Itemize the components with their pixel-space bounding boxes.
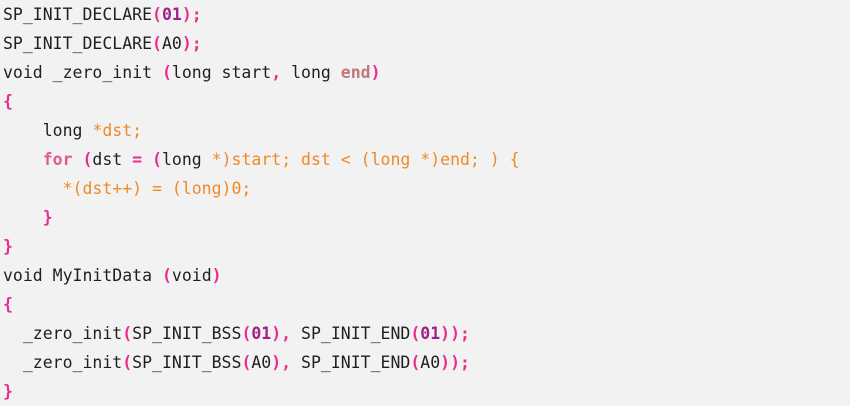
code-token: ( — [241, 353, 252, 372]
code-token: A0 — [251, 353, 272, 372]
code-token: 01 — [420, 324, 441, 343]
code-token: ), — [271, 353, 292, 372]
code-token: long — [3, 121, 93, 140]
code-token: SP_INIT_END — [291, 324, 411, 343]
code-line: { — [0, 87, 850, 116]
code-token: ) — [211, 266, 222, 285]
code-token: } — [3, 237, 13, 256]
code-token: ( — [410, 353, 421, 372]
code-token: ); — [181, 5, 202, 24]
code-token: SP_INIT_DECLARE — [3, 5, 153, 24]
code-token: *)start; dst < (long *)end; ) { — [211, 150, 520, 169]
code-token: long — [161, 150, 212, 169]
code-token: ), — [271, 324, 292, 343]
code-token: ( — [410, 324, 421, 343]
code-token — [142, 150, 152, 169]
code-token: ) — [370, 63, 381, 82]
code-token: ( — [122, 353, 133, 372]
code-line: _zero_init(SP_INIT_BSS(01), SP_INIT_END(… — [0, 319, 850, 348]
code-token: dst — [92, 150, 133, 169]
code-line: for (dst = (long *)start; dst < (long *)… — [0, 145, 850, 174]
code-token: = — [132, 150, 143, 169]
code-token: _zero_init — [3, 353, 123, 372]
code-line: long *dst; — [0, 116, 850, 145]
code-line: { — [0, 290, 850, 319]
code-token: for — [3, 150, 83, 169]
code-line: SP_INIT_DECLARE(01); — [0, 0, 850, 29]
code-line: } — [0, 232, 850, 261]
code-token: 01 — [251, 324, 272, 343]
code-token: end — [340, 63, 371, 82]
code-token: )); — [440, 353, 470, 372]
code-token: long — [281, 63, 341, 82]
code-token: } — [3, 382, 13, 401]
code-token: ( — [152, 5, 162, 24]
code-token: SP_INIT_DECLARE — [3, 34, 153, 53]
code-line: SP_INIT_DECLARE(A0); — [0, 29, 850, 58]
code-token: ); — [181, 34, 202, 53]
code-token: *dst; — [92, 121, 143, 140]
code-token: ( — [82, 150, 93, 169]
code-token: A0 — [161, 34, 182, 53]
code-token: void — [171, 266, 212, 285]
code-token: long start — [171, 63, 272, 82]
code-token: ( — [161, 63, 172, 82]
code-token: void MyInitData — [3, 266, 162, 285]
code-token: void _zero_init — [3, 63, 162, 82]
code-token: } — [3, 208, 53, 227]
code-token: ( — [122, 324, 133, 343]
code-token: SP_INIT_BSS — [132, 324, 242, 343]
code-token: SP_INIT_BSS — [132, 353, 242, 372]
code-token: A0 — [420, 353, 441, 372]
code-token: *(dst++) = (long)0; — [3, 179, 252, 198]
code-token: )); — [440, 324, 470, 343]
code-token: _zero_init — [3, 324, 123, 343]
code-line: *(dst++) = (long)0; — [0, 174, 850, 203]
code-line: void _zero_init (long start, long end) — [0, 58, 850, 87]
code-token: 01 — [161, 5, 182, 24]
code-line: void MyInitData (void) — [0, 261, 850, 290]
code-line: _zero_init(SP_INIT_BSS(A0), SP_INIT_END(… — [0, 348, 850, 377]
code-token: { — [3, 295, 13, 314]
code-line: } — [0, 377, 850, 406]
code-token: , — [271, 63, 282, 82]
code-token: { — [3, 92, 13, 111]
code-token: SP_INIT_END — [291, 353, 411, 372]
code-line: } — [0, 203, 850, 232]
code-token: ( — [241, 324, 252, 343]
code-token: ( — [152, 34, 162, 53]
code-token: ( — [161, 266, 172, 285]
code-token: ( — [152, 150, 162, 169]
